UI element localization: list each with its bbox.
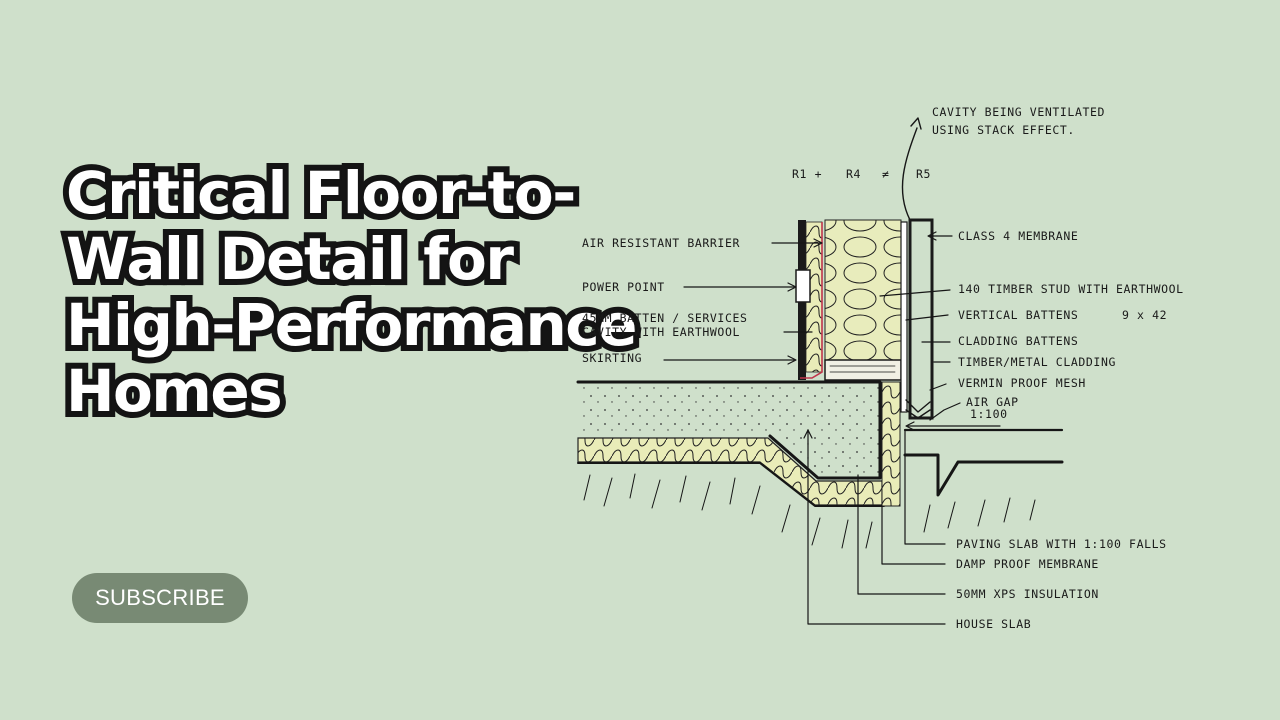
vermin-mesh [905,399,931,419]
house-slab-outline [576,380,882,480]
headline-line-2: Wall Detail for [60,220,520,298]
stud-insulation [824,219,902,361]
label-vertical-battens-size: 9 x 42 [1122,308,1167,322]
label-paving-slab: PAVING SLAB WITH 1:100 FALLS [956,537,1167,551]
left-leaders [663,238,823,365]
bottom-plate [824,359,902,381]
label-air-resistant-barrier: AIR RESISTANT BARRIER [582,236,740,250]
headline-line-3: High-Performance [60,286,644,364]
label-vertical-battens: VERTICAL BATTENS [958,308,1078,322]
house-slab [578,382,880,478]
rating-not-equal: ≠ [882,167,890,181]
note-line-1: CAVITY BEING VENTILATED [932,105,1105,119]
rating-r5: R5 [916,167,931,181]
paving-slab-outline [903,453,1064,497]
label-vermin-mesh: VERMIN PROOF MESH [958,376,1086,390]
label-skirting: SKIRTING [582,351,642,365]
bottom-leaders [803,429,946,625]
headline-line-1: Critical Floor-to- [60,154,582,232]
label-timber-stud: 140 TIMBER STUD WITH EARTHWOOL [958,282,1184,296]
headline-line-4: Homes [60,352,289,430]
ventilation-arrow [901,127,918,221]
power-point-box [795,269,811,303]
note-line-2: USING STACK EFFECT. [932,123,1075,137]
edge-insulation [881,381,901,507]
subscribe-button[interactable]: SUBSCRIBE [72,573,248,623]
label-batten-line-2: CAVITY WITH EARTHWOOL [582,325,740,339]
rating-r1: R1 + [792,167,822,181]
label-xps-insulation: 50MM XPS INSULATION [956,587,1099,601]
label-cladding: TIMBER/METAL CLADDING [958,355,1116,369]
label-air-gap-ratio: 1:100 [970,407,1008,421]
ground-hatching [583,473,1036,549]
damp-proof-line [577,462,885,507]
label-cladding-battens: CLADDING BATTENS [958,334,1078,348]
label-air-gap: AIR GAP [966,395,1019,409]
label-class-4-membrane: CLASS 4 MEMBRANE [958,229,1078,243]
right-leaders [879,231,1001,431]
class-4-membrane [900,221,908,413]
rating-r4: R4 [846,167,861,181]
wall-floor-detail-diagram: R1 + R4 ≠ R5 CAVITY BEING VENTILATED USI… [576,105,1184,631]
air-resistant-barrier-line [800,222,823,379]
label-house-slab: HOUSE SLAB [956,617,1031,631]
label-damp-proof-membrane: DAMP PROOF MEMBRANE [956,557,1099,571]
label-batten-line-1: 45MM BATTEN / SERVICES [582,311,748,325]
ventilation-arrowhead [910,117,922,130]
label-power-point: POWER POINT [582,280,665,294]
headline: Critical Floor-to- Wall Detail for High-… [60,154,644,430]
